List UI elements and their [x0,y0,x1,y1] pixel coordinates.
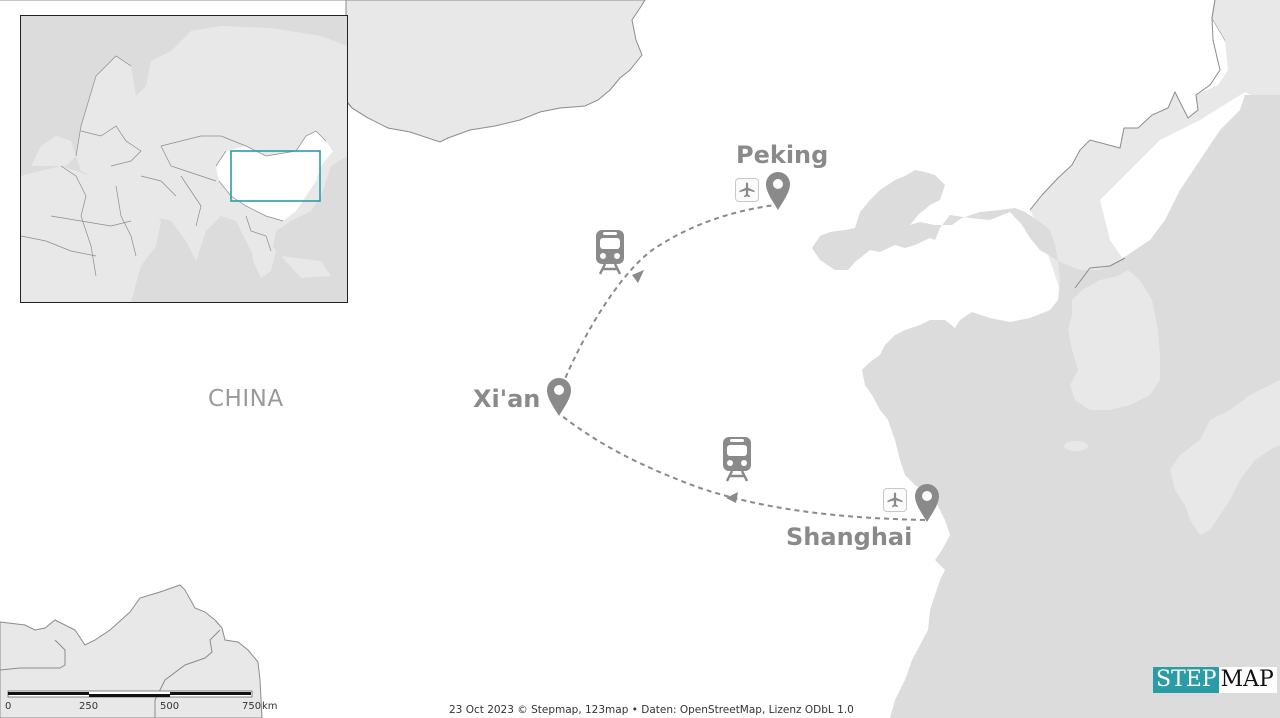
country-label-china: CHINA [208,386,284,412]
city-label-shanghai[interactable]: Shanghai [786,523,913,551]
mongolia-region [0,0,646,143]
stepmap-logo[interactable]: STEP MAP [1153,667,1277,693]
scale-tick-250: 250 [79,701,99,712]
sea-area [812,95,1280,718]
train-icon [596,230,624,275]
pin-icon-xian[interactable] [547,378,571,416]
north-korea-region [1030,0,1280,320]
city-label-xian[interactable]: Xi'an [473,385,541,413]
pin-icon-peking[interactable] [766,172,790,210]
pin-icon-shanghai[interactable] [915,484,939,522]
scale-tick-750: 750 [242,701,262,712]
overview-inset-map [20,15,348,303]
scale-tick-0: 0 [5,701,12,712]
scale-unit: km [262,701,278,712]
logo-part-step: STEP [1153,667,1219,693]
route-shanghai-xian [561,415,926,521]
jeju-island [1064,441,1088,451]
logo-part-map: MAP [1218,667,1277,693]
train-icon [723,437,751,482]
route-arrow-west [726,492,738,503]
southwest-neighbours [0,584,263,718]
map-attribution: 23 Oct 2023 © Stepmap, 123map • Daten: O… [449,704,854,716]
plane-icon [735,178,759,202]
city-label-peking[interactable]: Peking [736,141,829,169]
route-arrow-north [632,270,644,283]
plane-icon [883,488,907,512]
scale-bar [7,690,253,698]
south-korea-region [1068,270,1160,410]
scale-tick-500: 500 [160,701,180,712]
route-xian-peking [561,204,776,387]
japan-region [1170,380,1280,535]
